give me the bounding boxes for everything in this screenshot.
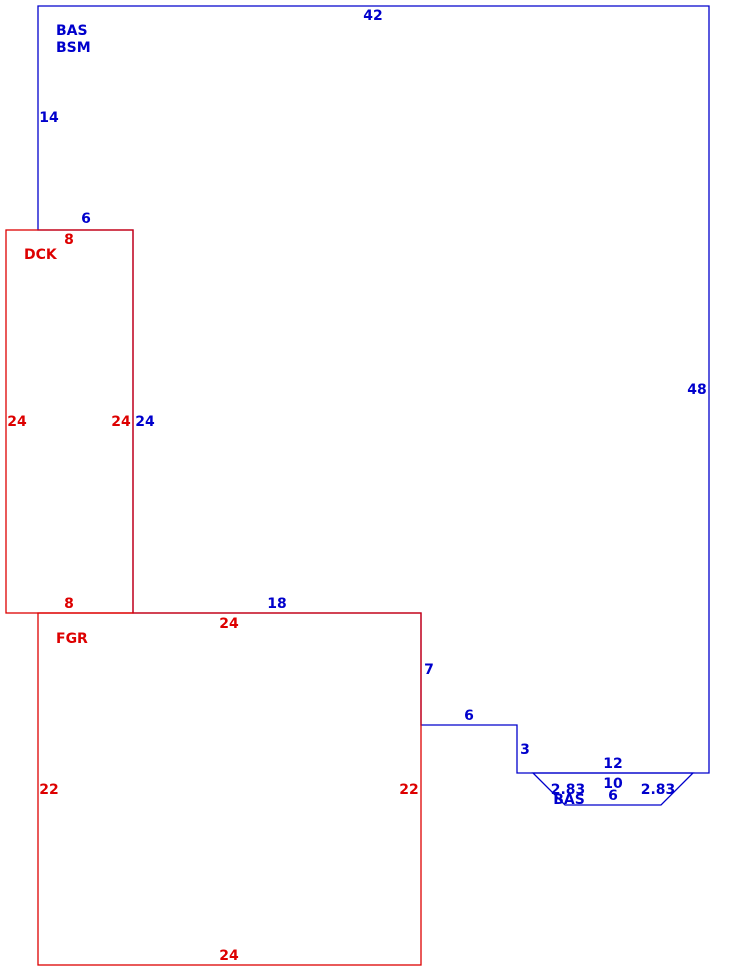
bsm-area-label: BSM xyxy=(56,40,91,56)
dim-bas-top: 42 xyxy=(363,8,382,24)
dim-dck-left: 24 xyxy=(7,414,27,430)
bay-area-label: BAS xyxy=(553,792,585,808)
dim-bas-left-upper: 14 xyxy=(39,110,59,126)
dim-bay-bottom: 6 xyxy=(608,788,618,804)
dim-dck-top: 8 xyxy=(64,232,74,248)
fgr-area-label: FGR xyxy=(56,631,88,647)
dim-bas-notch-right: 24 xyxy=(135,414,155,430)
dim-bas-notch-top: 6 xyxy=(81,211,91,227)
dim-bas-right: 48 xyxy=(687,382,706,398)
dim-bay-right-diag: 2.83 xyxy=(641,782,676,798)
dim-dck-right: 24 xyxy=(111,414,131,430)
dim-fgr-top: 24 xyxy=(219,616,239,632)
dim-bay-left-diag: 2.83 xyxy=(551,782,586,798)
dim-fgr-left: 22 xyxy=(39,782,58,798)
dim-fgr-right: 22 xyxy=(399,782,418,798)
dim-bas-step-a: 7 xyxy=(424,662,434,678)
dim-bas-step-b-right: 3 xyxy=(520,742,530,758)
dim-bas-lower-top: 18 xyxy=(267,596,286,612)
dim-bas-step-b-top: 6 xyxy=(464,708,474,724)
dim-fgr-bottom: 24 xyxy=(219,948,239,964)
bas-main-outline xyxy=(37,5,710,774)
dim-bay-inner: 10 xyxy=(603,776,623,792)
dim-bay-top: 12 xyxy=(603,756,622,772)
fgr-outline xyxy=(37,612,422,966)
dck-area-label: DCK xyxy=(24,247,58,263)
dim-dck-bottom: 8 xyxy=(64,596,74,612)
bas-bay-outline xyxy=(531,772,695,806)
bas-area-label: BAS xyxy=(56,23,88,39)
